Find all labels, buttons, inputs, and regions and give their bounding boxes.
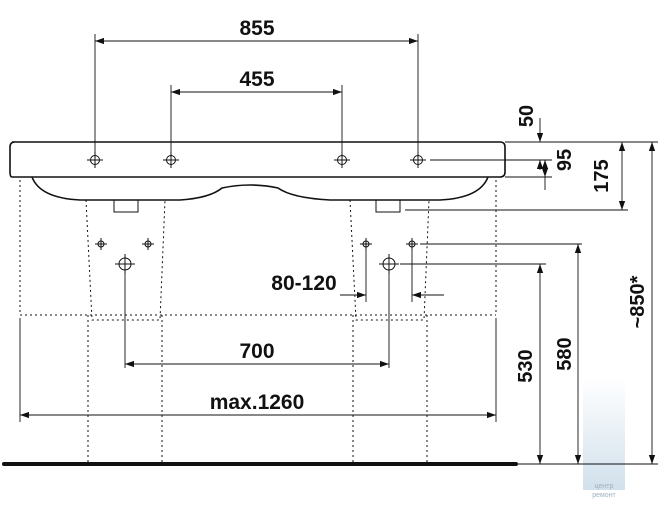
basin-outline [9, 141, 506, 201]
tap-hole-marks [87, 152, 426, 168]
extension-lines [19, 34, 658, 465]
dim-80-120: 80-120 [271, 272, 336, 295]
watermark: центр ремонт [583, 378, 625, 499]
vanity-cabinet [19, 180, 497, 316]
dim-855: 855 [239, 17, 274, 40]
dim-50: 50 [516, 105, 538, 127]
pedestal-fixing-marks [95, 238, 418, 274]
dimension-labels: 855 455 80-120 700 max.1260 50 95 175 ~8… [210, 17, 649, 414]
dim-530: 530 [515, 349, 537, 382]
dimension-lines [20, 37, 656, 464]
left-pedestal [85, 199, 166, 462]
dim-700: 700 [239, 340, 274, 363]
dim-95: 95 [554, 149, 576, 171]
dim-175: 175 [591, 159, 613, 192]
dim-580: 580 [554, 337, 576, 370]
dim-850: ~850* [627, 275, 649, 328]
watermark-line2: ремонт [592, 492, 616, 499]
dim-455: 455 [239, 68, 274, 91]
watermark-line1: центр [595, 483, 614, 490]
dim-max-1260: max.1260 [210, 391, 305, 414]
right-pedestal [349, 199, 430, 462]
